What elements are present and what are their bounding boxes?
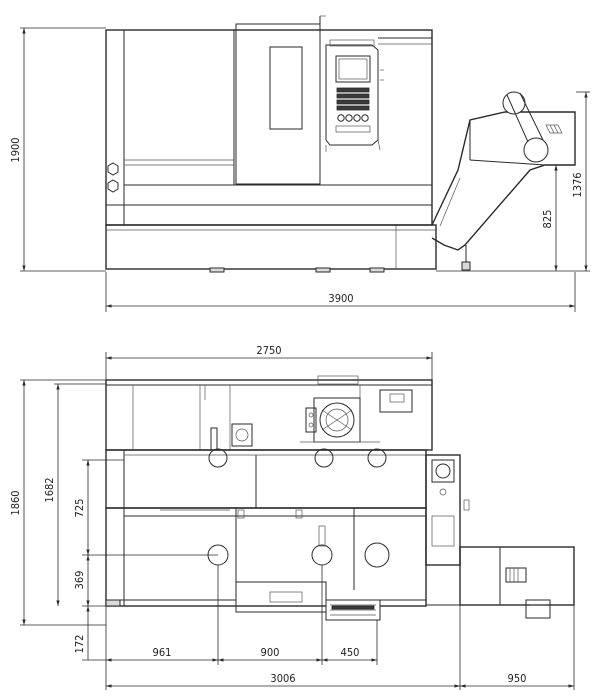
dim-label-825: 825	[541, 210, 554, 229]
dim-label-3900: 3900	[328, 292, 353, 305]
machine-base	[105, 224, 437, 270]
front-door	[235, 23, 321, 185]
dim-label-450: 450	[341, 646, 360, 659]
middle-section	[105, 449, 427, 509]
control-panel	[325, 39, 384, 152]
top-view: 2750 1860 1682 725 369 172 961 900 450 3…	[9, 344, 575, 690]
control-screen	[335, 55, 371, 83]
dim-label-172: 172	[73, 635, 86, 654]
machine-enclosure	[105, 29, 433, 226]
chip-conveyor	[431, 91, 576, 271]
chuck-area	[325, 599, 381, 621]
tailstock	[235, 581, 327, 613]
turret-unit	[305, 397, 361, 443]
keypad	[336, 87, 370, 111]
dim-label-1682: 1682	[43, 477, 56, 502]
conveyor-drive-wheel	[523, 137, 549, 163]
lower-section	[105, 507, 427, 607]
dim-label-900: 900	[261, 646, 280, 659]
door-window	[269, 46, 303, 130]
dim-label-961: 961	[153, 646, 172, 659]
dim-label-1900: 1900	[9, 137, 22, 162]
front-view: 1900 3900 825 1376	[9, 15, 590, 312]
dim-label-2750: 2750	[256, 344, 281, 357]
dim-label-1376: 1376	[571, 172, 584, 197]
dim-label-1860: 1860	[9, 490, 22, 515]
dim-label-725: 725	[73, 499, 86, 518]
conveyor-top-view	[459, 546, 575, 619]
dim-label-369: 369	[73, 571, 86, 590]
dim-label-3006: 3006	[270, 672, 295, 685]
dim-label-950: 950	[508, 672, 527, 685]
